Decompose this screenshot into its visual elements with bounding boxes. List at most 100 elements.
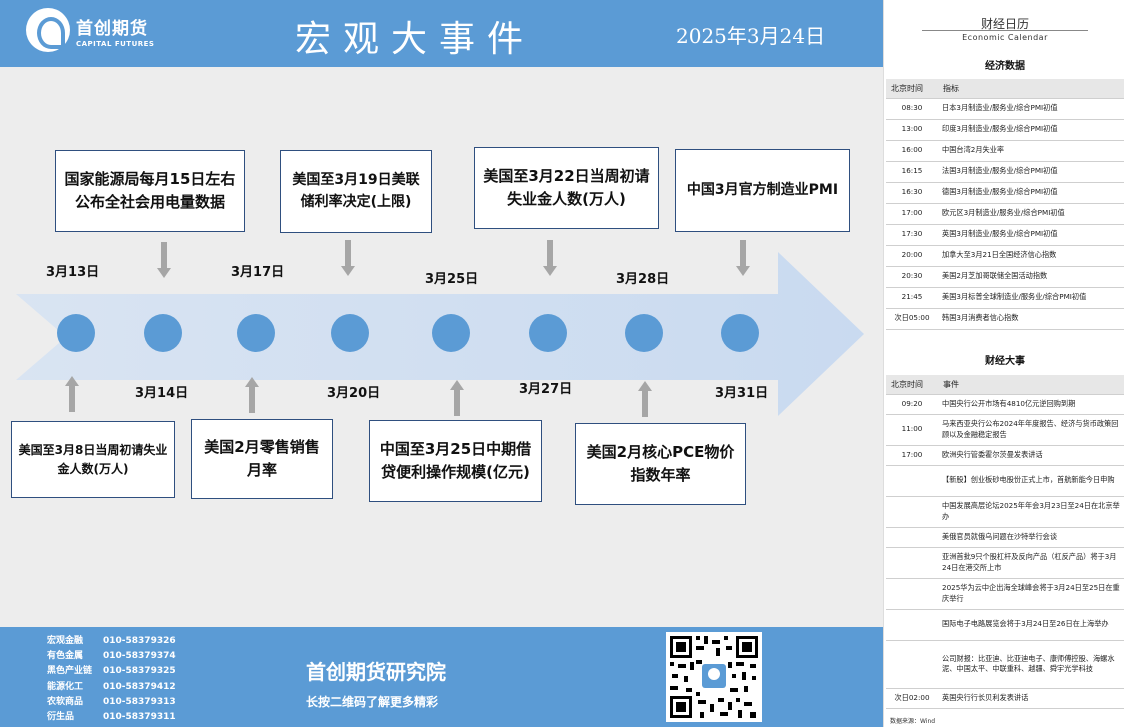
row-item: 印度3月制造业/服务业/综合PMI初值 (938, 119, 1124, 141)
row-item: 欧元区3月制造业/服务业/综合PMI初值 (938, 203, 1124, 225)
row-item: 2025华为云中企出海全球峰会将于3月24日至25日在重庆举行 (938, 578, 1124, 610)
row-time: 17:00 (886, 445, 938, 466)
event-box-top-4: 中国3月官方制造业PMI (675, 149, 850, 232)
contact-phone: 010-58379374 (103, 651, 176, 661)
table-header-row: 北京时间 指标 (886, 79, 1124, 99)
date-label-top-1: 3月13日 (46, 265, 100, 280)
qr-prompt: 长按二维码了解更多精彩 (306, 695, 439, 709)
contact-dept: 有色金属 (47, 651, 84, 661)
qr-code-icon[interactable] (666, 632, 762, 722)
timeline-dot (432, 314, 470, 352)
contact-phone: 010-58379311 (103, 712, 176, 722)
col-header-event: 事件 (938, 375, 1124, 395)
contact-dept: 能源化工 (47, 682, 84, 692)
row-time (886, 578, 938, 610)
divider (922, 30, 1088, 31)
row-item: 中国台湾2月失业率 (938, 140, 1124, 162)
down-arrow-icon (341, 240, 355, 276)
table-row: 亚洲首批9只个股杠杆及反向产品（杠反产品）将于3月24日在港交所上市 (886, 547, 1124, 579)
table-row: 美俄官员就俄乌问题在沙特举行会谈 (886, 527, 1124, 548)
contact-dept: 黑色产业链 (47, 666, 93, 676)
row-time: 次日02:00 (886, 688, 938, 709)
row-time: 13:00 (886, 119, 938, 141)
row-time: 次日05:00 (886, 308, 938, 330)
up-arrow-icon (450, 380, 464, 416)
row-time (886, 496, 938, 528)
row-item: 德国3月制造业/服务业/综合PMI初值 (938, 182, 1124, 204)
date-label-bottom-2: 3月20日 (327, 386, 381, 401)
row-time: 09:20 (886, 394, 938, 415)
timeline-dot (529, 314, 567, 352)
contact-phone: 010-58379326 (103, 636, 176, 646)
event-box-bottom-3: 中国至3月25日中期借贷便利操作规模(亿元) (369, 420, 542, 502)
row-item: 英国3月制造业/服务业/综合PMI初值 (938, 224, 1124, 246)
report-date: 2025年3月24日 (676, 24, 826, 48)
row-item: 美俄官员就俄乌问题在沙特举行会谈 (938, 527, 1124, 548)
date-label-top-3: 3月25日 (425, 272, 479, 287)
event-box-top-1: 国家能源局每月15日左右公布全社会用电量数据 (55, 150, 245, 232)
row-time: 16:15 (886, 161, 938, 183)
row-item: 亚洲首批9只个股杠杆及反向产品（杠反产品）将于3月24日在港交所上市 (938, 547, 1124, 579)
economic-calendar-panel: 财经日历 Economic Calendar 经济数据 北京时间 指标 08:3… (883, 0, 1125, 727)
up-arrow-icon (638, 381, 652, 417)
up-arrow-icon (65, 376, 79, 412)
row-time: 17:30 (886, 224, 938, 246)
row-time: 20:30 (886, 266, 938, 288)
row-time: 08:30 (886, 98, 938, 120)
contact-dept: 农软商品 (47, 697, 84, 707)
company-logo: 首创期货 CAPITAL FUTURES (26, 8, 156, 54)
row-item: 中国发展高层论坛2025年年会3月23日至24日在北京举办 (938, 496, 1124, 528)
header-bar: 首创期货 CAPITAL FUTURES 宏观大事件 2025年3月24日 (0, 0, 883, 67)
row-item: 【新股】创业板砂电股份正式上市，首航新能今日申购 (938, 465, 1124, 497)
row-time (886, 640, 938, 689)
up-arrow-icon (245, 377, 259, 413)
row-time (886, 527, 938, 548)
row-time: 17:00 (886, 203, 938, 225)
row-time: 11:00 (886, 414, 938, 446)
row-item: 法国3月制造业/服务业/综合PMI初值 (938, 161, 1124, 183)
timeline-dot (144, 314, 182, 352)
row-time (886, 609, 938, 641)
row-item: 韩国3月消费者信心指数 (938, 308, 1124, 330)
contact-row: 有色金属 010-58379374 (47, 648, 176, 661)
row-item: 中国央行公开市场有4810亿元逆回购到期 (938, 394, 1124, 415)
row-item: 美国3月标普全球制造业/服务业/综合PMI初值 (938, 287, 1124, 309)
row-time (886, 547, 938, 579)
table-row: 【新股】创业板砂电股份正式上市，首航新能今日申购 (886, 465, 1124, 497)
col-header-time: 北京时间 (886, 79, 938, 99)
table-row: 2025华为云中企出海全球峰会将于3月24日至25日在重庆举行 (886, 578, 1124, 610)
row-time: 20:00 (886, 245, 938, 267)
timeline-dot (331, 314, 369, 352)
date-label-top-4: 3月28日 (616, 272, 670, 287)
col-header-indicator: 指标 (938, 79, 1124, 99)
table-row: 国际电子电路展览会将于3月24日至26日在上海举办 (886, 609, 1124, 641)
down-arrow-icon (157, 242, 171, 278)
timeline-dot (625, 314, 663, 352)
row-time (886, 465, 938, 497)
row-item: 英国央行行长贝利发表讲话 (938, 688, 1124, 709)
page-title: 宏观大事件 (294, 19, 535, 60)
row-item: 欧洲央行管委霍尔茨曼发表讲话 (938, 445, 1124, 466)
timeline-dot (237, 314, 275, 352)
date-label-bottom-4: 3月31日 (715, 386, 769, 401)
row-time: 21:45 (886, 287, 938, 309)
data-source-note: 数据来源：Wind (890, 718, 936, 725)
row-item: 加拿大至3月21日全国经济信心指数 (938, 245, 1124, 267)
date-label-bottom-3: 3月27日 (519, 382, 573, 397)
row-item: 国际电子电路展览会将于3月24日至26日在上海举办 (938, 609, 1124, 641)
econ-section-title: 经济数据 (985, 61, 1025, 72)
down-arrow-icon (736, 240, 750, 276)
event-box-top-3: 美国至3月22日当周初请失业金人数(万人) (474, 147, 659, 229)
